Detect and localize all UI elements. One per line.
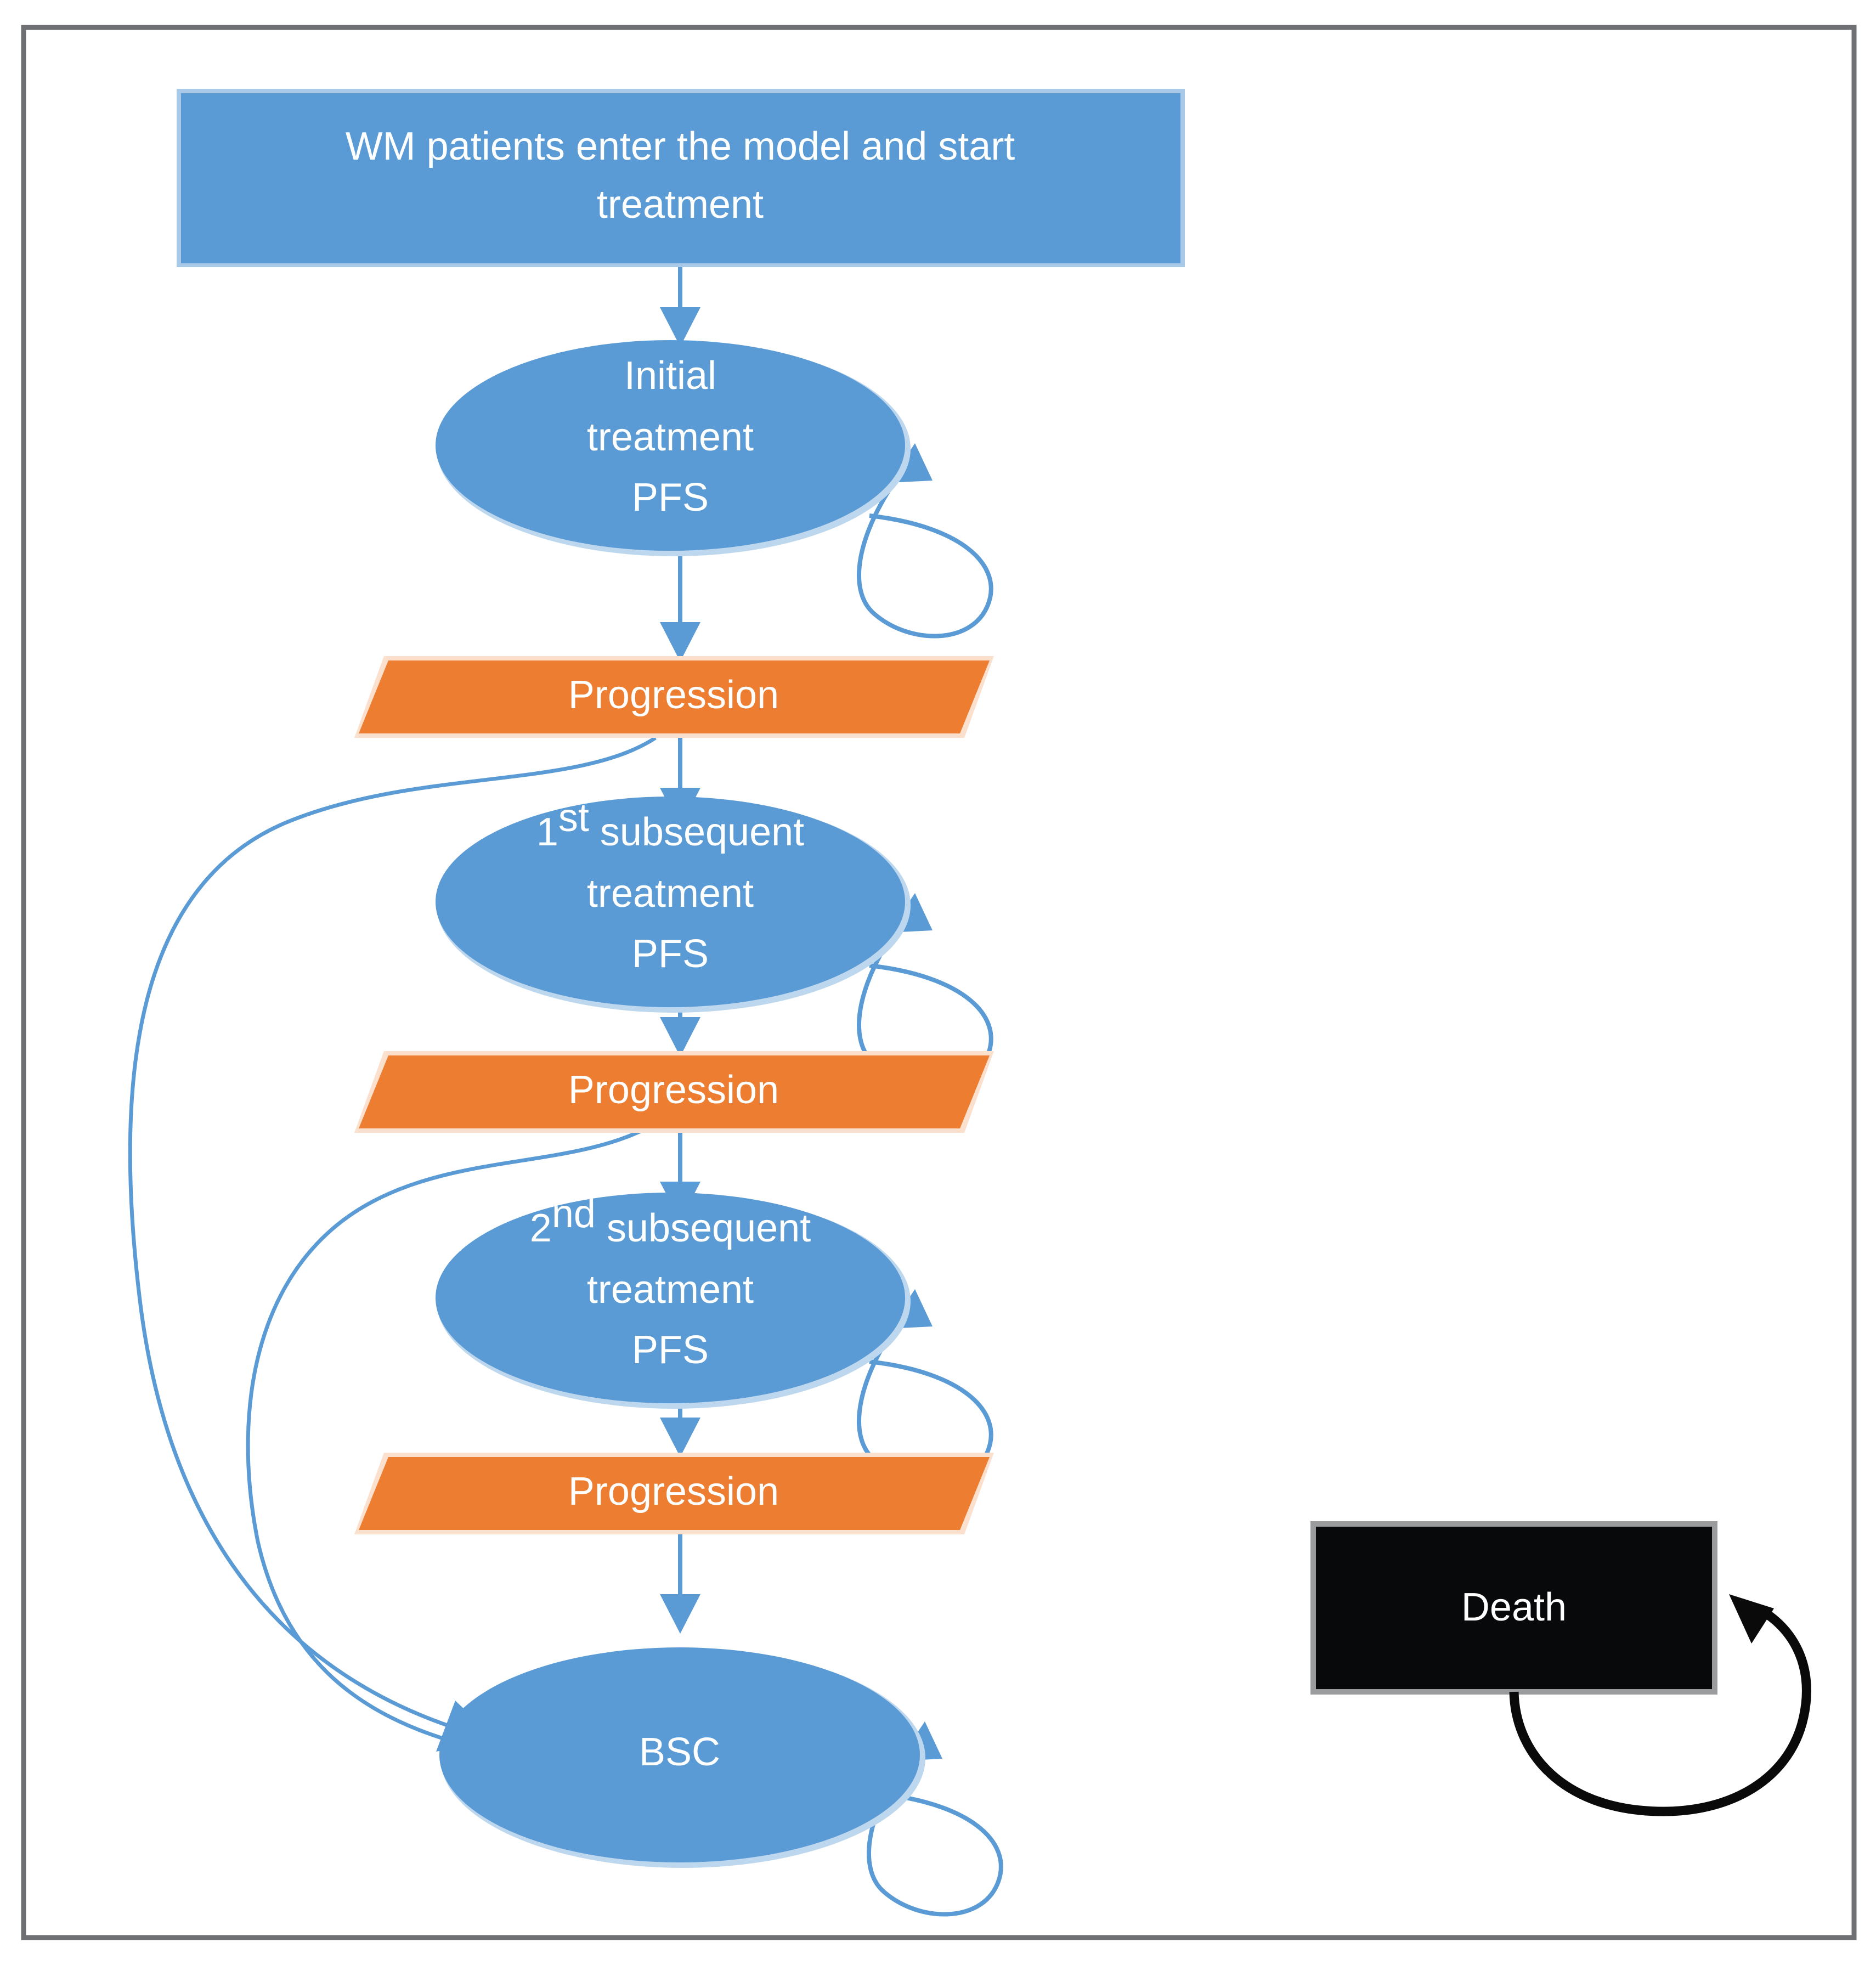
self-loop-death-path — [1509, 1603, 1811, 1816]
second-subsequent-ellipse — [436, 1193, 905, 1403]
initial-pfs-label-line3: PFS — [632, 476, 709, 520]
node-second-subsequent-pfs[interactable]: 2nd subsequent treatment PFS — [436, 1192, 911, 1409]
entry-label-line2: treatment — [597, 183, 764, 227]
node-progression-3[interactable]: Progression — [354, 1453, 994, 1534]
node-bsc[interactable]: BSC — [439, 1647, 925, 1868]
progression-1-shape — [359, 660, 990, 733]
initial-pfs-label-line1: Initial — [624, 354, 716, 398]
progression-3-label: Progression — [568, 1470, 779, 1514]
first-subsequent-ordinal-suffix: st — [558, 796, 589, 840]
edge-initial-prog1-arrowhead — [660, 622, 700, 662]
initial-pfs-label-line2: treatment — [587, 415, 754, 459]
bypass-curve-1-path — [128, 736, 657, 1730]
second-subsequent-ordinal-rest: subsequent — [596, 1206, 811, 1250]
progression-3-shape — [359, 1457, 990, 1530]
first-subsequent-label-line3: PFS — [632, 932, 709, 976]
self-loop-initial-path — [857, 462, 993, 639]
second-subsequent-label-line3: PFS — [632, 1328, 709, 1372]
node-first-subsequent-pfs[interactable]: 1st subsequent treatment PFS — [436, 796, 911, 1013]
self-loop-death-arrowhead — [1729, 1594, 1774, 1644]
edge-entry-initial-arrowhead — [660, 307, 700, 347]
bsc-label: BSC — [639, 1730, 720, 1774]
diagram-frame-border — [21, 25, 1857, 1940]
edge-prog3-bsc-arrowhead — [660, 1594, 700, 1634]
second-subsequent-ordinal-suffix: nd — [552, 1192, 596, 1236]
first-subsequent-ordinal-rest: subsequent — [589, 810, 804, 854]
first-subsequent-label-line2: treatment — [587, 872, 754, 916]
first-subsequent-ellipse — [436, 797, 905, 1007]
edge-initial-to-progression1 — [660, 549, 700, 662]
first-subsequent-ordinal-number: 1 — [536, 810, 558, 854]
entry-box — [181, 93, 1180, 263]
node-initial-pfs[interactable]: Initial treatment PFS — [436, 340, 911, 556]
second-subsequent-label-line2: treatment — [587, 1268, 754, 1312]
node-progression-1[interactable]: Progression — [354, 656, 994, 738]
first-subsequent-label-line1: 1st subsequent — [536, 796, 804, 854]
edge-second-prog3-arrowhead — [660, 1418, 700, 1457]
node-entry[interactable]: WM patients enter the model and start tr… — [177, 89, 1185, 267]
bypass-curve-2-path — [246, 1120, 659, 1747]
death-label: Death — [1461, 1585, 1567, 1629]
initial-pfs-ellipse — [436, 340, 905, 551]
progression-1-label: Progression — [568, 673, 779, 717]
edge-progression3-to-bsc — [660, 1531, 700, 1634]
second-subsequent-ordinal-number: 2 — [530, 1206, 552, 1250]
node-death[interactable]: Death — [1310, 1521, 1717, 1695]
death-box — [1310, 1521, 1717, 1695]
node-progression-2[interactable]: Progression — [354, 1051, 994, 1133]
progression-2-label: Progression — [568, 1068, 779, 1112]
progression-2-shape — [359, 1055, 990, 1128]
second-subsequent-label-line1: 2nd subsequent — [530, 1192, 811, 1250]
self-loop-bsc-path — [867, 1740, 1003, 1917]
edge-entry-to-initial — [660, 267, 700, 347]
bsc-ellipse — [439, 1647, 920, 1862]
self-loop-death — [1509, 1594, 1811, 1816]
edge-first-prog2-arrowhead — [660, 1017, 700, 1057]
entry-label-line1: WM patients enter the model and start — [346, 125, 1015, 168]
